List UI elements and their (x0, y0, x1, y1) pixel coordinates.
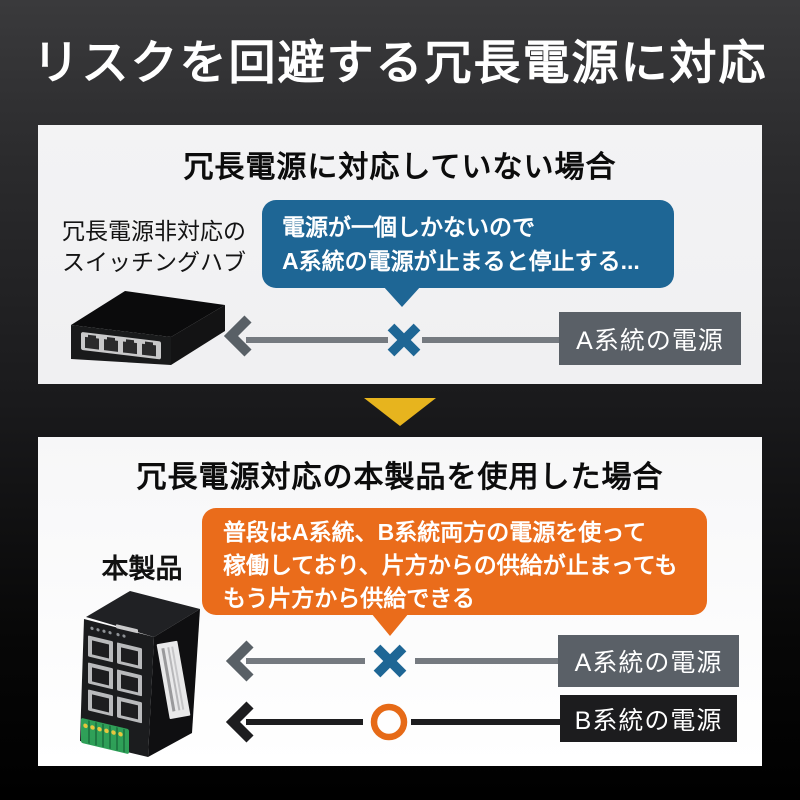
down-arrow-icon (364, 398, 436, 426)
left-arrowhead-icon (226, 701, 254, 743)
power-a-line-right (422, 337, 559, 343)
power-a-line-right (415, 658, 558, 664)
blue-bubble-tail-icon (383, 286, 421, 307)
panel-with-heading: 冗長電源対応の本製品を使用した場合 (136, 461, 664, 494)
product-label: 本製品 (101, 554, 183, 584)
benefit-bubble-line2: 稼働しており、片方からの供給が止まっても (223, 552, 678, 578)
panel-without-redundancy: 冗長電源に対応していない場合 冗長電源非対応の スイッチングハブ 電源が一個しか… (38, 125, 762, 384)
benefit-bubble-line1: 普段はA系統、B系統両方の電源を使って (223, 519, 647, 545)
warning-bubble-line1: 電源が一個しかないので (282, 214, 535, 240)
panel-with-redundancy: 冗長電源対応の本製品を使用した場合 本製品 普段はA系統、B系統両方の電源を使っ… (38, 437, 762, 766)
warning-speech-bubble: 電源が一個しかないので A系統の電源が止まると停止する... (262, 200, 674, 288)
power-b-line-left (246, 719, 363, 725)
power-a-badge: A系統の電源 (558, 635, 739, 687)
hub-label-line1: 冗長電源非対応の (62, 218, 246, 244)
left-arrowhead-icon (226, 640, 254, 682)
warning-bubble-line2: A系統の電源が止まると停止する... (282, 248, 640, 274)
hub-label-line2: スイッチングハブ (62, 249, 246, 275)
switching-hub-illustration (71, 291, 225, 365)
panel-without-heading: 冗長電源に対応していない場合 (183, 151, 617, 184)
circle-icon (370, 703, 408, 741)
power-b-line-right (411, 719, 560, 725)
benefit-bubble-line3: もう片方から供給できる (223, 585, 475, 611)
power-a-line-left (246, 337, 388, 343)
page-title: リスクを回避する冗長電源に対応 (32, 36, 768, 91)
left-arrowhead-icon (224, 315, 252, 357)
orange-bubble-tail-icon (371, 613, 409, 636)
power-a-badge: A系統の電源 (559, 312, 741, 365)
power-b-badge: B系統の電源 (560, 695, 737, 742)
hub-label: 冗長電源非対応の スイッチングハブ (42, 216, 266, 278)
benefit-speech-bubble: 普段はA系統、B系統両方の電源を使って 稼働しており、片方からの供給が止まっても… (202, 508, 707, 615)
cross-icon (387, 323, 421, 357)
product-photo (80, 591, 200, 757)
cross-icon (373, 644, 407, 678)
power-a-line-left (246, 658, 365, 664)
